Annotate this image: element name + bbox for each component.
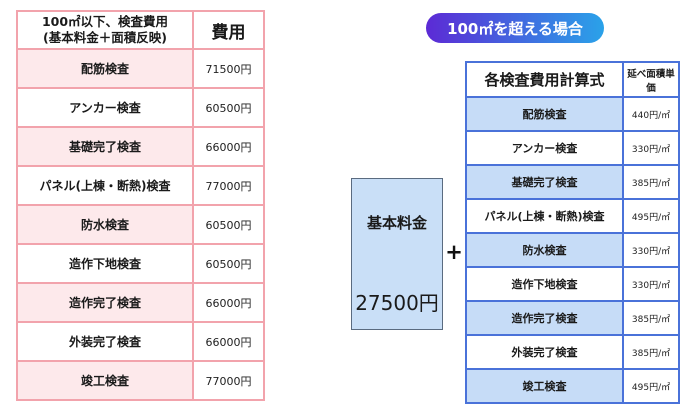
inspection-fee: 77000円 (192, 165, 265, 206)
left-table-title: 100㎡以下、検査費用 (基本料金＋面積反映) (16, 10, 194, 50)
left-table-fee-header: 費用 (192, 10, 265, 50)
inspection-name: 竣工検査 (16, 360, 194, 401)
plus-sign: + (445, 240, 463, 264)
inspection-fee: 60500円 (192, 243, 265, 284)
inspection-fee: 60500円 (192, 87, 265, 128)
inspection-name: 造作完了検査 (465, 300, 624, 336)
unit-price: 385円/㎡ (622, 300, 680, 336)
inspection-name: 竣工検査 (465, 368, 624, 404)
inspection-name: 防水検査 (16, 204, 194, 245)
unit-price: 330円/㎡ (622, 232, 680, 268)
inspection-name: パネル(上棟・断熱)検査 (465, 198, 624, 234)
inspection-name: アンカー検査 (465, 130, 624, 166)
inspection-name: アンカー検査 (16, 87, 194, 128)
inspection-name: 防水検査 (465, 232, 624, 268)
unit-price: 495円/㎡ (622, 198, 680, 234)
inspection-name: 配筋検査 (465, 96, 624, 132)
right-table-title: 各検査費用計算式 (465, 61, 624, 98)
inspection-fee: 77000円 (192, 360, 265, 401)
inspection-fee: 66000円 (192, 126, 265, 167)
inspection-name: 造作完了検査 (16, 282, 194, 323)
base-fee-amount: 27500円 (355, 291, 439, 315)
inspection-fee: 60500円 (192, 204, 265, 245)
unit-price: 440円/㎡ (622, 96, 680, 132)
unit-price: 385円/㎡ (622, 334, 680, 370)
left-table-title-line1: 100㎡以下、検査費用 (41, 14, 169, 30)
base-fee-title: 基本料金 (366, 214, 427, 232)
left-table-header-row: 100㎡以下、検査費用 (基本料金＋面積反映) 費用 (16, 10, 265, 50)
inspection-name: 外装完了検査 (465, 334, 624, 370)
left-table-title-line2: (基本料金＋面積反映) (43, 30, 167, 45)
inspection-name: 造作下地検査 (16, 243, 194, 284)
inspection-name: 造作下地検査 (465, 266, 624, 302)
right-table-unit-header: 延べ面積単価 (622, 61, 680, 98)
inspection-fee: 71500円 (192, 48, 265, 89)
right-table-header-row: 各検査費用計算式 延べ面積単価 (465, 61, 680, 98)
inspection-name: 基礎完了検査 (16, 126, 194, 167)
inspection-name: 外装完了検査 (16, 321, 194, 362)
unit-price: 330円/㎡ (622, 130, 680, 166)
unit-price: 330円/㎡ (622, 266, 680, 302)
inspection-name: パネル(上棟・断熱)検査 (16, 165, 194, 206)
unit-price: 495円/㎡ (622, 368, 680, 404)
inspection-fee: 66000円 (192, 321, 265, 362)
over-100-badge: 100㎡を超える場合 (426, 13, 604, 43)
inspection-name: 基礎完了検査 (465, 164, 624, 200)
base-fee-box: 基本料金 27500円 (351, 178, 443, 330)
inspection-name: 配筋検査 (16, 48, 194, 89)
inspection-fee: 66000円 (192, 282, 265, 323)
unit-price: 385円/㎡ (622, 164, 680, 200)
